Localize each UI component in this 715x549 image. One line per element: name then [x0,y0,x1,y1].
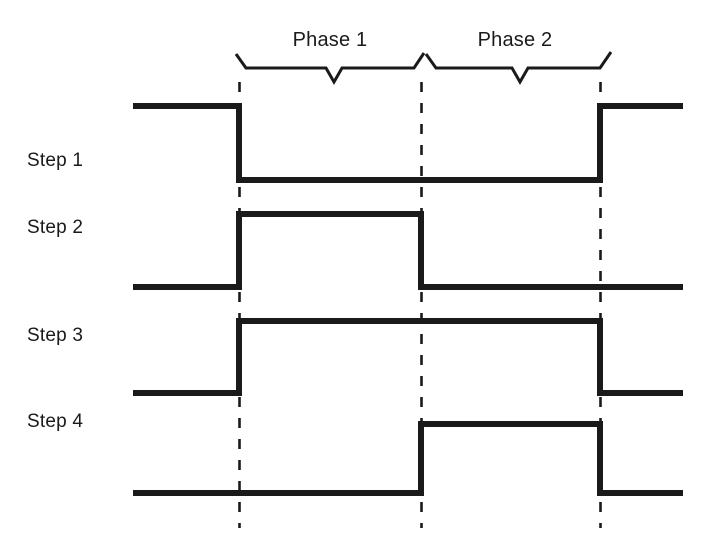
signal-label-step-3: Step 3 [27,325,84,346]
phase-label-phase-2: Phase 2 [477,29,553,51]
signal-label-step-1: Step 1 [27,150,84,171]
waveform-step-2 [133,211,683,290]
signal-label-step-2: Step 2 [27,217,84,238]
waveform-step-4 [133,421,683,496]
waveform-step-1 [133,103,683,183]
signal-label-step-4: Step 4 [27,411,84,432]
phase-label-phase-1: Phase 1 [292,29,368,51]
waveform-step-3 [133,318,683,396]
phase-1-brace [234,52,426,86]
phase-2-brace [424,51,613,86]
